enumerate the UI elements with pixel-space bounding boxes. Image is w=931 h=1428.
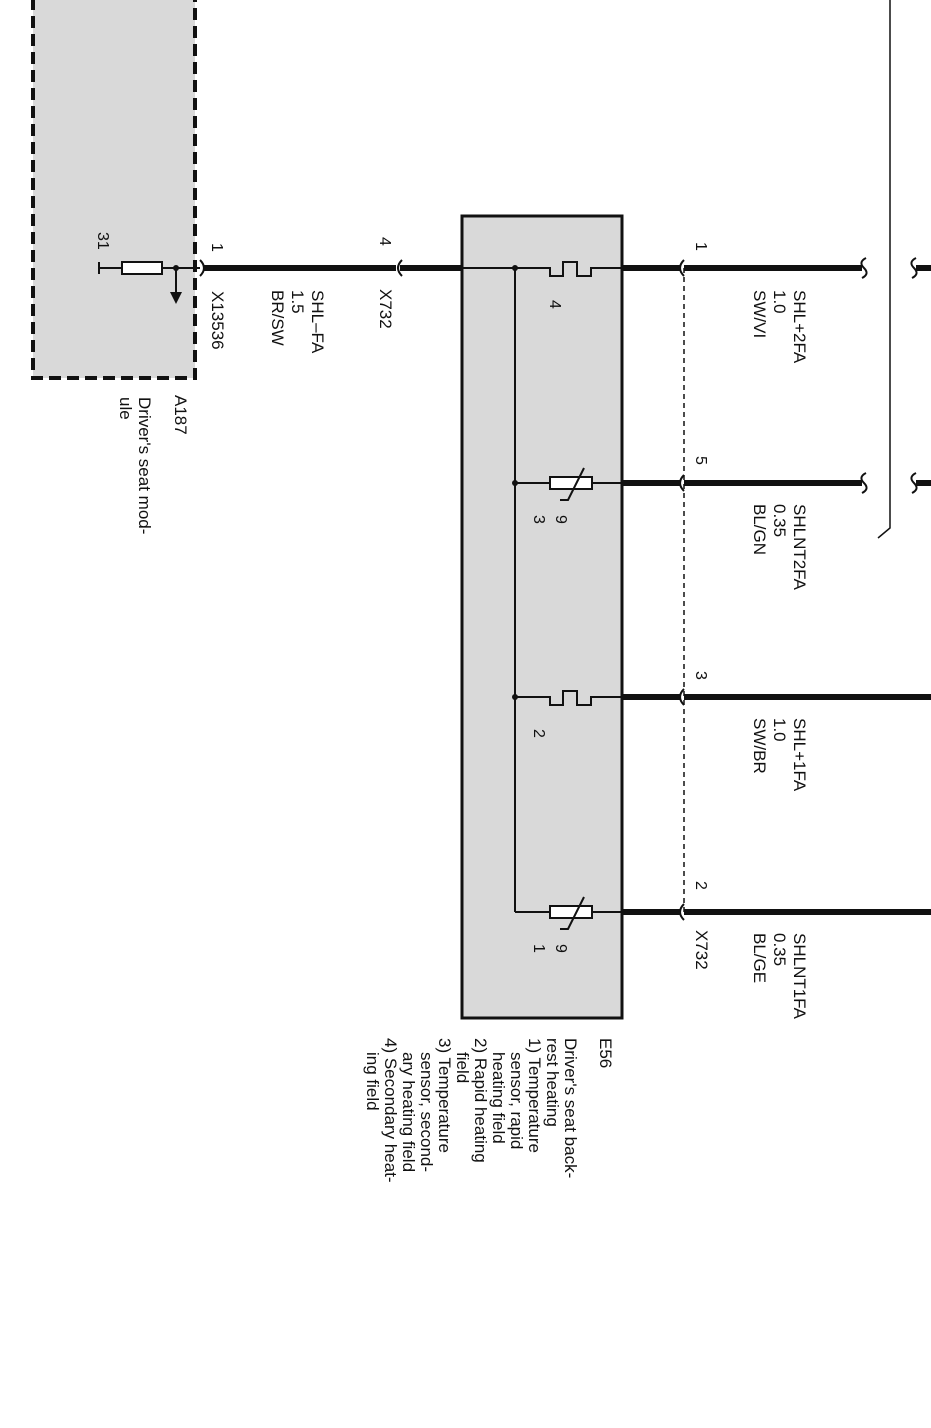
connector-x13536: X13536 (208, 291, 227, 350)
e56-element-number-3: 3 (530, 515, 547, 524)
legend-1-line2: sensor, rapid (507, 1052, 526, 1149)
right-pin-1: 1 (692, 242, 709, 251)
a187-ground-pin: 31 (94, 232, 111, 250)
wire-name-shl1fa: SHL+1FA (790, 718, 809, 792)
legend-2-line1: 2) Rapid heating (471, 1038, 490, 1163)
module-a187-box (31, 0, 197, 380)
legend-3-line1: 3) Temperature (435, 1038, 454, 1153)
wire-size-shl1fa: 1.0 (770, 718, 789, 742)
a187-pin-number: 1 (208, 243, 225, 252)
right-pin-3: 3 (692, 671, 709, 680)
wire-name-shl2fa: SHL+2FA (790, 290, 809, 364)
right-wires (622, 0, 931, 921)
wire-name-shlnt2fa: SHLNT2FA (790, 504, 809, 591)
legend-1-line3: heating field (489, 1052, 508, 1144)
pin-bracket-x732-left (397, 259, 403, 277)
e56-element-number-4: 4 (546, 300, 563, 309)
wire-color-shlnt1fa: BL/GE (750, 933, 769, 983)
a187-id: A187 (171, 395, 190, 435)
rapid-heating-field-symbol (515, 690, 622, 706)
wire-size-shlnt1fa: 0.35 (770, 933, 789, 966)
legend-4-line2: ing field (363, 1052, 382, 1111)
left-wire-size: 1.5 (288, 290, 307, 314)
wire-color-shlnt2fa: BL/GN (750, 504, 769, 555)
sensor-symbol-3: 9 (552, 515, 569, 524)
temperature-sensor-secondary-symbol (515, 467, 622, 501)
e56-element-number-2: 2 (530, 729, 547, 738)
a187-name-line1: Driver's seat mod- (135, 397, 154, 534)
legend-4-line1: 4) Secondary heat- (381, 1038, 400, 1183)
legend-3-line2: sensor, second- (417, 1052, 436, 1172)
right-pin-5: 5 (692, 456, 709, 465)
temperature-sensor-rapid-symbol (515, 896, 622, 930)
left-wire-name: SHL–FA (308, 290, 327, 354)
left-wire-color: BR/SW (268, 290, 287, 346)
legend-3-line3: ary heating field (399, 1052, 418, 1172)
wire-name-shlnt1fa: SHLNT1FA (790, 933, 809, 1020)
x732-left-pin: 4 (376, 237, 393, 246)
e56-title-line1: Driver's seat back- (561, 1038, 580, 1178)
harness-bracket (877, 0, 891, 539)
secondary-heating-field-symbol (515, 261, 622, 277)
connector-x732-right: X732 (692, 930, 711, 970)
e56-id: E56 (596, 1038, 615, 1068)
module-a187 (31, 0, 200, 380)
wire-color-shl2fa: SW/VI (750, 290, 769, 338)
module-e56-box (460, 214, 624, 1020)
ground-resistor-symbol (98, 261, 200, 304)
sensor-symbol-1: 9 (552, 944, 569, 953)
pin-bracket-x13536 (199, 259, 205, 277)
left-wire (199, 259, 462, 277)
wire-size-shl2fa: 1.0 (770, 290, 789, 314)
right-pin-2: 2 (692, 881, 709, 890)
wire-color-shl1fa: SW/BR (750, 718, 769, 774)
a187-name-line2: ule (116, 397, 135, 420)
module-e56 (460, 214, 624, 1020)
x732-left-label: X732 (376, 289, 395, 329)
wire-size-shlnt2fa: 0.35 (770, 504, 789, 537)
e56-element-number-1: 1 (530, 944, 547, 953)
legend-2-line2: field (453, 1052, 472, 1083)
e56-title-line2: rest heating (543, 1038, 562, 1127)
legend-1-line1: 1) Temperature (525, 1038, 544, 1153)
